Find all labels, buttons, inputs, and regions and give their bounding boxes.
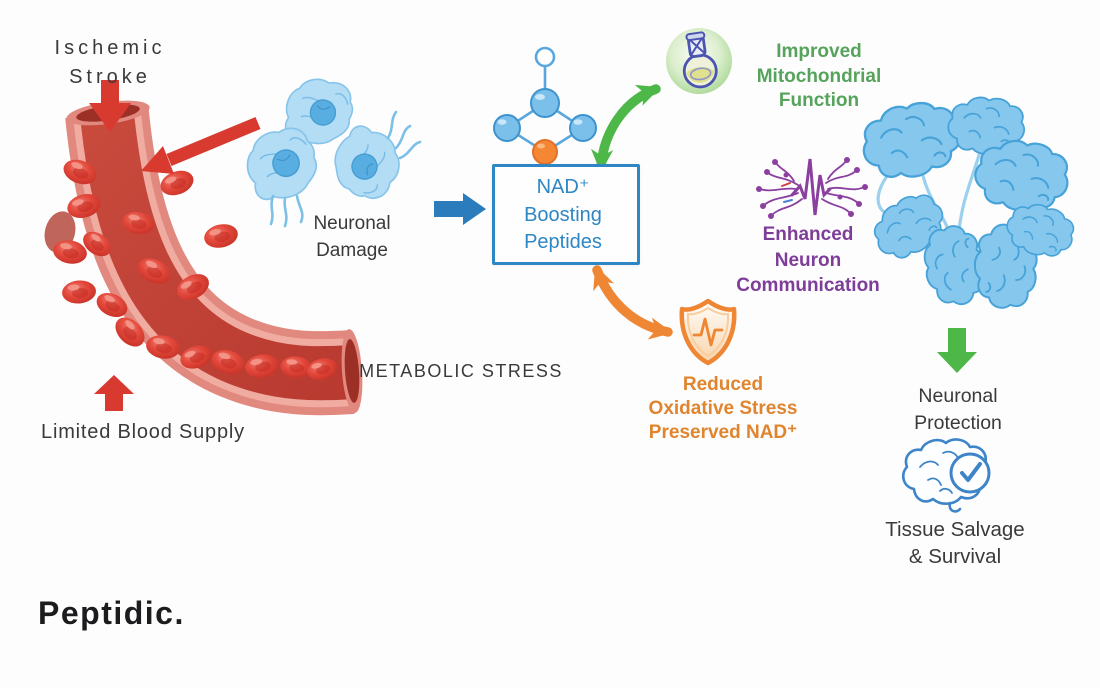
molecule-icon — [493, 46, 597, 165]
tissue-salvage-label: Tissue Salvage & Survival — [885, 518, 1025, 568]
red-down-arrow-icon — [89, 80, 131, 132]
enhanced-neuron-label: Enhanced Neuron Communication — [736, 224, 880, 297]
limited-blood-supply-label: Limited Blood Supply — [41, 421, 245, 443]
flask-icon — [666, 28, 732, 94]
ischemic-stroke-label: Ischemic Stroke — [54, 37, 166, 88]
brand-logo: Peptidic. — [38, 595, 185, 631]
brain-network-illustration — [857, 92, 1081, 312]
reduced-oxidative-label: Reduced Oxidative Stress Preserved NAD⁺ — [648, 374, 798, 443]
red-blood-cell — [61, 279, 97, 305]
blood-vessel-illustration — [44, 100, 363, 416]
orange-double-arrow-icon — [592, 265, 673, 340]
neuronal-damage-label: Neuronal Damage — [313, 213, 391, 261]
brain-check-icon — [901, 438, 991, 513]
red-blood-cell — [201, 221, 241, 251]
shield-pulse-icon — [679, 298, 737, 366]
neuronal-protection-label: Neuronal Protection — [914, 385, 1002, 435]
improved-mitochondrial-label: Improved Mitochondrial Function — [756, 41, 882, 112]
neuron-network-icon — [756, 157, 868, 219]
nad-boosting-peptides-box — [492, 164, 640, 265]
blue-right-arrow-icon — [434, 193, 486, 225]
metabolic-stress-label: METABOLIC STRESS — [359, 361, 563, 381]
green-double-arrow-icon — [591, 84, 661, 173]
nad-box-label: NAD⁺ Boosting Peptides — [524, 176, 602, 254]
damaged-neurons-icon — [239, 73, 422, 228]
red-diagonal-arrow-icon — [141, 116, 261, 174]
green-down-arrow-icon — [937, 328, 977, 373]
red-up-arrow-icon — [94, 375, 134, 411]
